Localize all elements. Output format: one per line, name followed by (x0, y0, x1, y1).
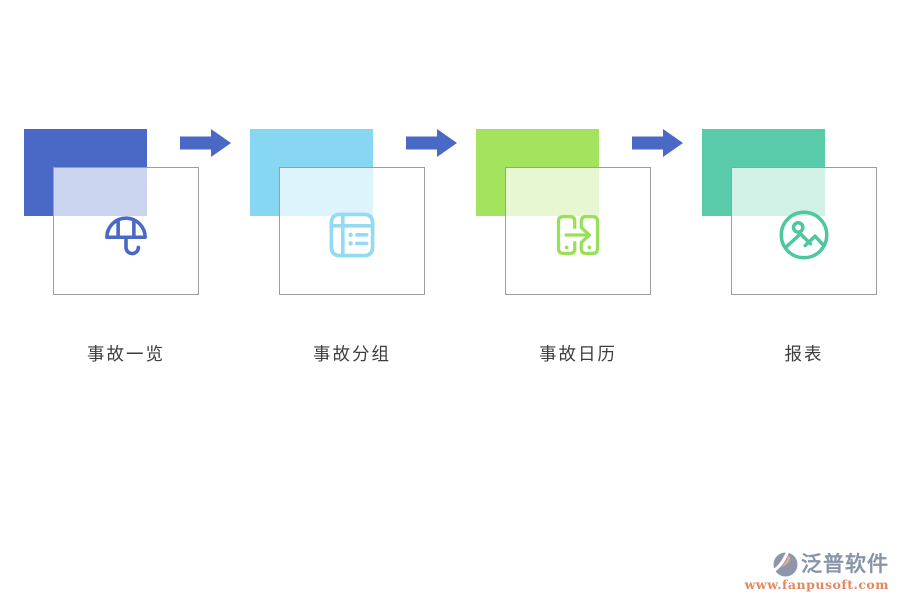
brand-name: 泛普软件 (801, 551, 889, 576)
flow-arrow-icon (632, 129, 683, 157)
feature-step-accident-grouping: 事故分组 (250, 0, 476, 400)
feature-label: 事故一览 (87, 344, 165, 364)
grouped-list-icon (329, 212, 375, 258)
feature-label: 报表 (784, 344, 824, 364)
flow-arrow-icon (406, 129, 457, 157)
brand-url: www.fanpusoft.com (744, 576, 889, 592)
image-icon (779, 210, 829, 260)
feature-step-accident-calendar: 事故日历 (476, 0, 702, 400)
brand-watermark: 泛普软件 www.fanpusoft.com (744, 551, 889, 592)
feature-card (505, 167, 651, 295)
flow-arrow-icon (180, 129, 231, 157)
feature-label: 事故日历 (539, 344, 617, 364)
brand-logo-icon (773, 551, 798, 576)
feature-card (53, 167, 199, 295)
umbrella-icon (105, 216, 147, 256)
transfer-icon (556, 214, 600, 256)
feature-card (279, 167, 425, 295)
feature-step-reports: 报表 (702, 0, 900, 400)
feature-step-accident-overview: 事故一览 (24, 0, 250, 400)
feature-card (731, 167, 877, 295)
feature-label: 事故分组 (313, 344, 391, 364)
